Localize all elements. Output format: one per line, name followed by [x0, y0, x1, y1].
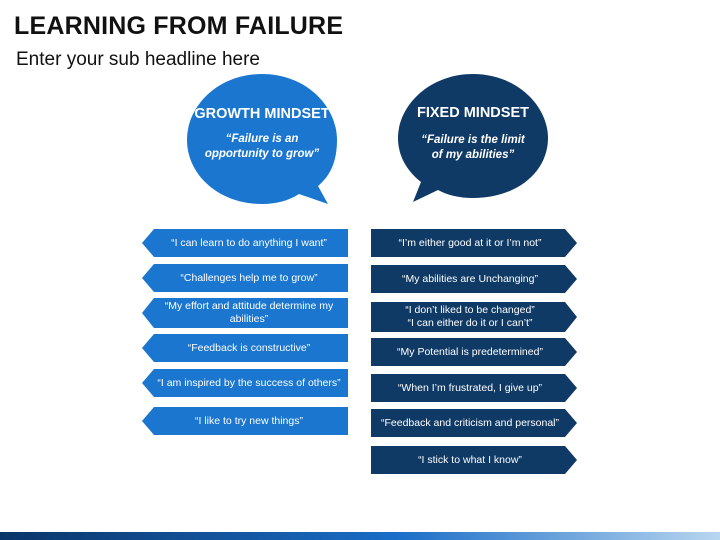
fixed-mindset-bubble: FIXED MINDSET “Failure is the limit of m… [393, 70, 553, 230]
growth-statement: “My effort and attitude determine my abi… [142, 298, 348, 328]
fixed-mindset-quote-line1: “Failure is the limit [421, 134, 525, 146]
fixed-statement: “My abilities are Unchanging” [371, 265, 577, 293]
growth-statement: “I am inspired by the success of others” [142, 369, 348, 397]
growth-mindset-title: GROWTH MINDSET [194, 106, 330, 122]
growth-mindset-bubble: GROWTH MINDSET “Failure is an opportunit… [182, 70, 342, 230]
speech-bubble-icon [398, 74, 548, 202]
growth-statement: “I can learn to do anything I want” [142, 229, 348, 257]
fixed-statement: “I stick to what I know” [371, 446, 577, 474]
fixed-statement: “My Potential is predetermined” [371, 338, 577, 366]
growth-statement: “Challenges help me to grow” [142, 264, 348, 292]
bottom-accent-bar [0, 532, 720, 540]
fixed-statement-line: “I don’t liked to be changed” [405, 304, 535, 316]
growth-statement: “Feedback is constructive” [142, 334, 348, 362]
slide-title: LEARNING FROM FAILURE [14, 12, 344, 40]
speech-bubble-icon [187, 74, 337, 204]
growth-statement: “I like to try new things” [142, 407, 348, 435]
fixed-statement: “Feedback and criticism and personal” [371, 409, 577, 437]
fixed-statement: “When I’m frustrated, I give up” [371, 374, 577, 402]
fixed-mindset-title: FIXED MINDSET [417, 105, 529, 121]
growth-mindset-quote-line2: opportunity to grow” [204, 148, 320, 160]
growth-mindset-quote-line1: “Failure is an [225, 133, 299, 145]
fixed-statement-two-line: “I don’t liked to be changed” “I can eit… [371, 302, 577, 332]
fixed-statement-line: “I can either do it or I can’t” [407, 317, 533, 329]
slide-subtitle: Enter your sub headline here [16, 49, 260, 70]
fixed-statement: “I’m either good at it or I’m not” [371, 229, 577, 257]
fixed-mindset-quote-line2: of my abilities” [431, 149, 515, 161]
